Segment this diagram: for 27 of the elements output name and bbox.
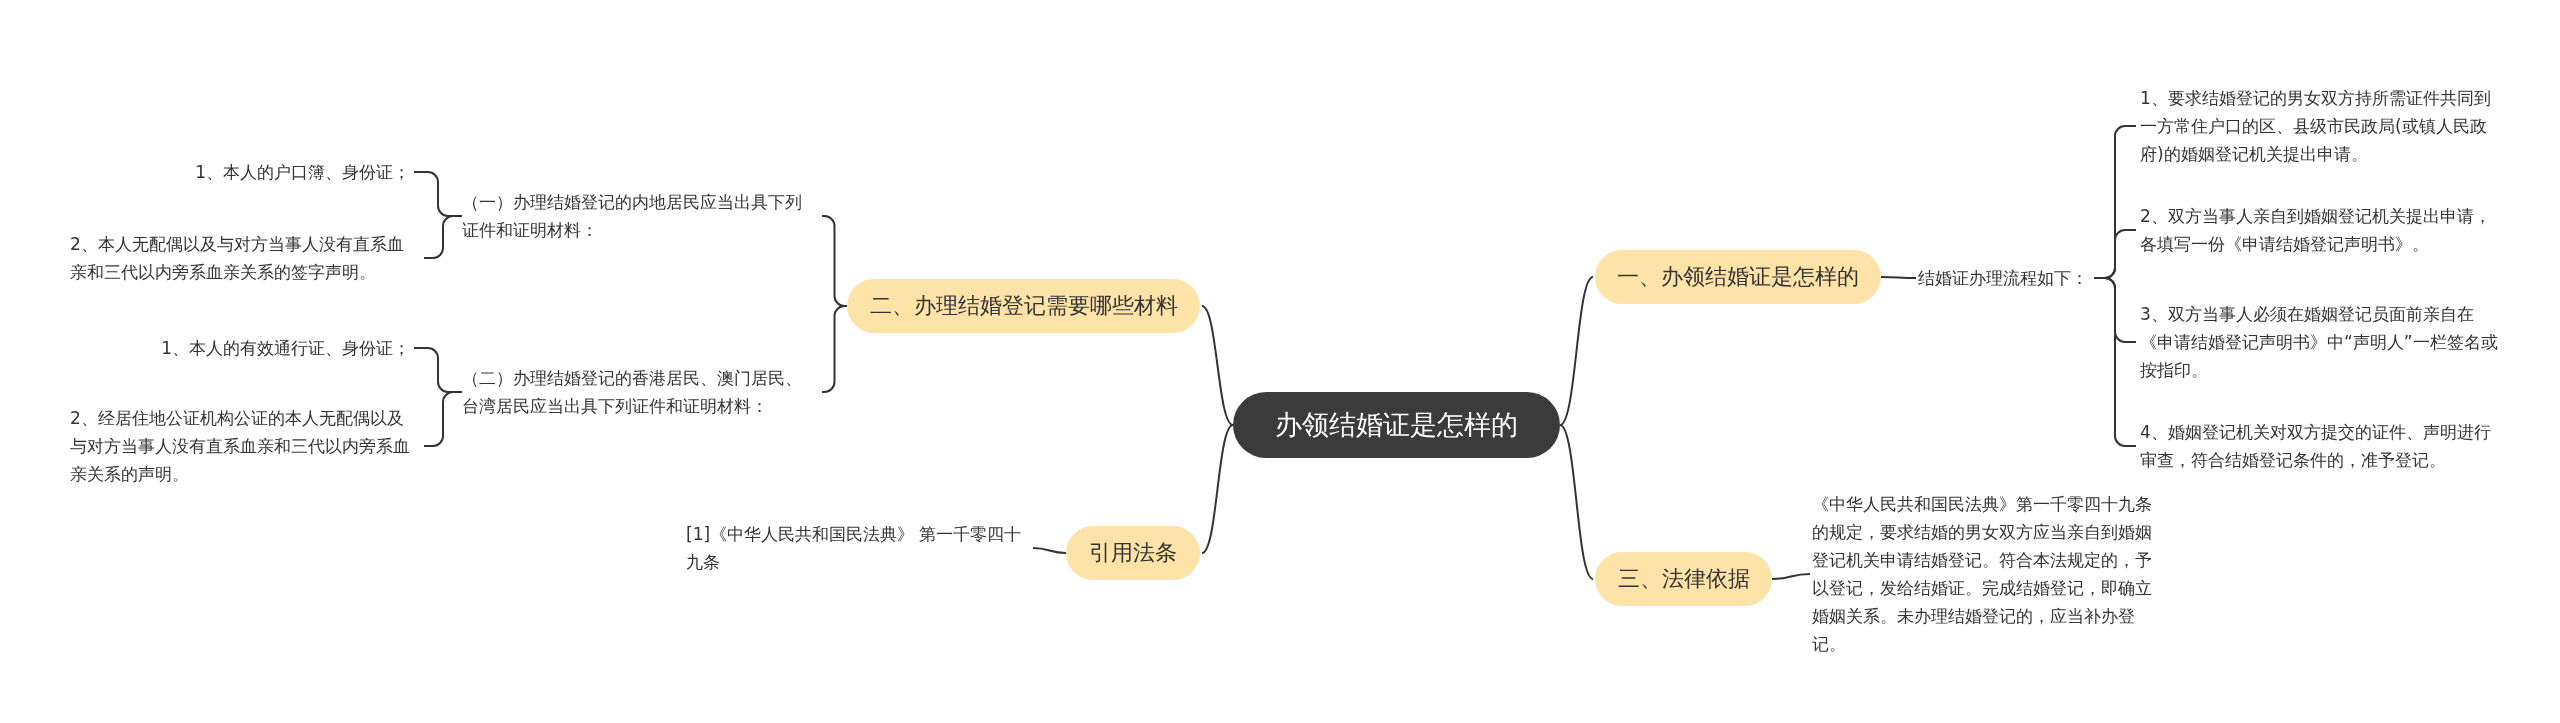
connector-line [1201, 305, 1234, 426]
leaf-text: 结婚证办理流程如下： [1918, 264, 2094, 292]
leaf-text: 2、本人无配偶以及与对方当事人没有直系血亲和三代以内旁系血亲关系的签字声明。 [70, 230, 420, 286]
branch-topic-pill: 三、法律依据 [1595, 552, 1772, 606]
leaf-text: 4、婚姻登记机关对双方提交的证件、声明进行审查，符合结婚登记条件的，准予登记。 [2140, 418, 2504, 474]
connector-line [1201, 424, 1234, 554]
leaf-text: 2、双方当事人亲自到婚姻登记机关提出申请，各填写一份《申请结婚登记声明书》。 [2140, 202, 2504, 258]
connector-line [1032, 547, 1067, 554]
leaf-text: 3、双方当事人必须在婚姻登记员面前亲自在《申请结婚登记声明书》中“声明人”一栏签名或按指印。 [2140, 300, 2504, 384]
leaf-text: 《中华人民共和国民法典》第一千零四十九条的规定，要求结婚的男女双方应当亲自到婚姻登记机关申请结婚登记。符合本法规定的，予以登记，发给结婚证。完成结婚登记，即确立婚姻关系。未办理结婚登记的，应当补办登记。 [1812, 490, 2162, 658]
leaf-text: 1、要求结婚登记的男女双方持所需证件共同到一方常住户口的区、县级市民政局(或镇人民政府)的婚姻登记机关提出申请。 [2140, 84, 2504, 168]
connector-line [1559, 276, 1594, 426]
connector-line [1771, 573, 1811, 580]
connector-line [423, 391, 463, 447]
connector-line [1880, 276, 1917, 279]
leaf-text: （一）办理结婚登记的内地居民应当出具下列证件和证明材料： [462, 188, 818, 244]
connector-line [423, 215, 463, 259]
leaf-text: 1、本人的有效通行证、身份证； [70, 334, 410, 362]
central-topic-pill: 办领结婚证是怎样的 [1233, 392, 1560, 458]
leaf-text: （二）办理结婚登记的香港居民、澳门居民、台湾居民应当出具下列证件和证明材料： [462, 364, 818, 420]
branch-topic-pill: 一、办领结婚证是怎样的 [1595, 250, 1881, 304]
branch-topic-pill: 引用法条 [1066, 526, 1200, 580]
branch-topic-pill: 二、办理结婚登记需要哪些材料 [847, 279, 1200, 333]
connector-line [1559, 424, 1594, 580]
leaf-text: 1、本人的户口簿、身份证； [70, 158, 410, 186]
leaf-text: 2、经居住地公证机构公证的本人无配偶以及与对方当事人没有直系血亲和三代以内旁系血亲关系的声明。 [70, 404, 420, 488]
leaf-text: [1]《中华人民共和国民法典》 第一千零四十九条 [686, 520, 1031, 576]
